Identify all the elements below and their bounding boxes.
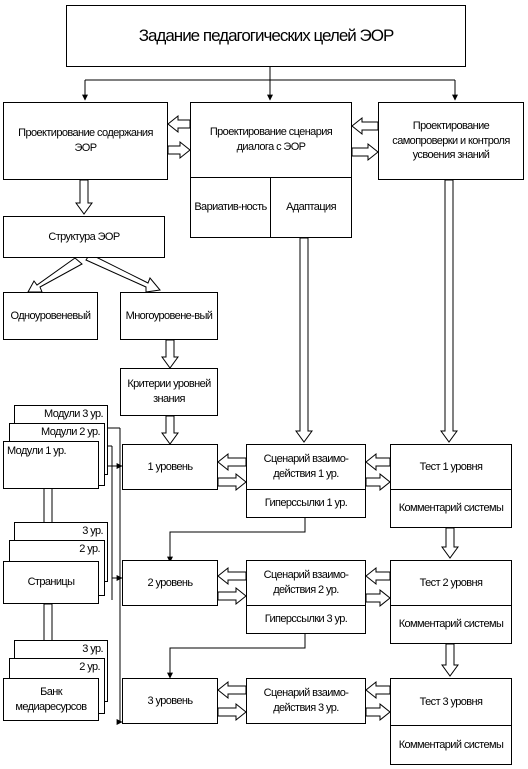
design-scenario-box: Проектирование сценария диалога с ЭОР [190, 102, 352, 178]
structure-box: Структура ЭОР [3, 216, 165, 258]
title-distribution-connector [82, 67, 458, 101]
hollow-arrow-test3-to-scenario3 [365, 680, 391, 700]
hyperlinks1-box: Гиперссылки 1 ур. [246, 489, 366, 518]
scenario3-box: Сценарий взаимо-действия 3 ур. [246, 678, 366, 724]
title-box: Задание педагогических целей ЭОР [66, 5, 466, 67]
comment3-box: Комментарий системы [390, 725, 512, 765]
comment1-box: Комментарий системы [390, 489, 512, 528]
hollow-arrow-scenario-to-content [167, 114, 191, 134]
comment2-box: Комментарий системы [390, 605, 512, 644]
hollow-arrow-content-to-scenario [167, 140, 191, 160]
hyperlinks2-box: Гиперссылки 3 ур. [246, 605, 366, 634]
multi-level-box: Многоуровене-вый [120, 292, 218, 340]
hollow-arrow-scenario-to-selfcheck [351, 142, 379, 162]
hollow-arrow-level2-to-scenario2 [217, 586, 247, 606]
hollow-arrow-selfcheck-to-test1 [440, 179, 458, 443]
level2-box: 2 уровень [122, 560, 218, 606]
adaptation-box: Адаптация [270, 177, 352, 238]
hollow-arrow-scenario2-to-test2 [365, 588, 391, 608]
scenario2-box: Сценарий взаимо-действия 2 ур. [246, 560, 366, 606]
hollow-arrow-test2-to-scenario2 [365, 566, 391, 586]
level3-box: 3 уровень [122, 678, 218, 724]
hollow-arrow-scenario2-to-level2 [217, 566, 247, 586]
level1-box: 1 уровень [122, 444, 218, 490]
hollow-arrow-test1-to-scenario1 [365, 452, 391, 472]
hollow-arrow-level3-to-scenario3 [217, 702, 247, 722]
hollow-arrow-adaptation-to-scenario1 [295, 237, 313, 443]
design-content-box: Проектирование содержания ЭОР [3, 102, 168, 180]
hollow-arrow-scenario3-to-level3 [217, 680, 247, 700]
media-bank-box: Банк медиаресурсов [3, 678, 99, 721]
hollow-arrow-level1-to-scenario1 [217, 472, 247, 492]
criteria-box: Критерии уровней знания [120, 368, 218, 416]
test1-box: Тест 1 уровня [390, 444, 512, 490]
scenario1-box: Сценарий взаимо-действия 1 ур. [246, 444, 366, 490]
hyperlinks1-to-scenario2 [167, 518, 306, 563]
hollow-arrow-content-to-structure [75, 179, 93, 215]
hollow-arrow-scenario1-to-level1 [217, 452, 247, 472]
hollow-arrow-selfcheck-to-scenario [351, 116, 379, 136]
pages-box: Страницы [3, 561, 99, 604]
hollow-arrow-structure-to-multi [85, 253, 161, 293]
hollow-arrow-criteria-to-level1 [161, 415, 179, 445]
test2-box: Тест 2 уровня [390, 560, 512, 606]
design-selfcheck-box: Проектирование самопроверки и контроля у… [378, 102, 524, 180]
modules-level1-card: Модули 1 ур. [3, 441, 99, 489]
single-level-box: Одноуровеневый [3, 292, 98, 340]
hollow-arrow-comment2-to-test3 [441, 643, 459, 677]
hollow-arrow-comment1-to-test2 [441, 527, 459, 559]
hyperlinks2-to-scenario3 [167, 634, 306, 679]
hollow-arrow-multi-to-criteria [161, 339, 179, 369]
hollow-arrow-scenario3-to-test3 [365, 702, 391, 722]
test3-box: Тест 3 уровня [390, 678, 512, 726]
variability-box: Вариатив-ность [190, 177, 271, 238]
hollow-arrow-structure-to-single [27, 257, 83, 293]
hollow-arrow-scenario1-to-test1 [365, 472, 391, 492]
